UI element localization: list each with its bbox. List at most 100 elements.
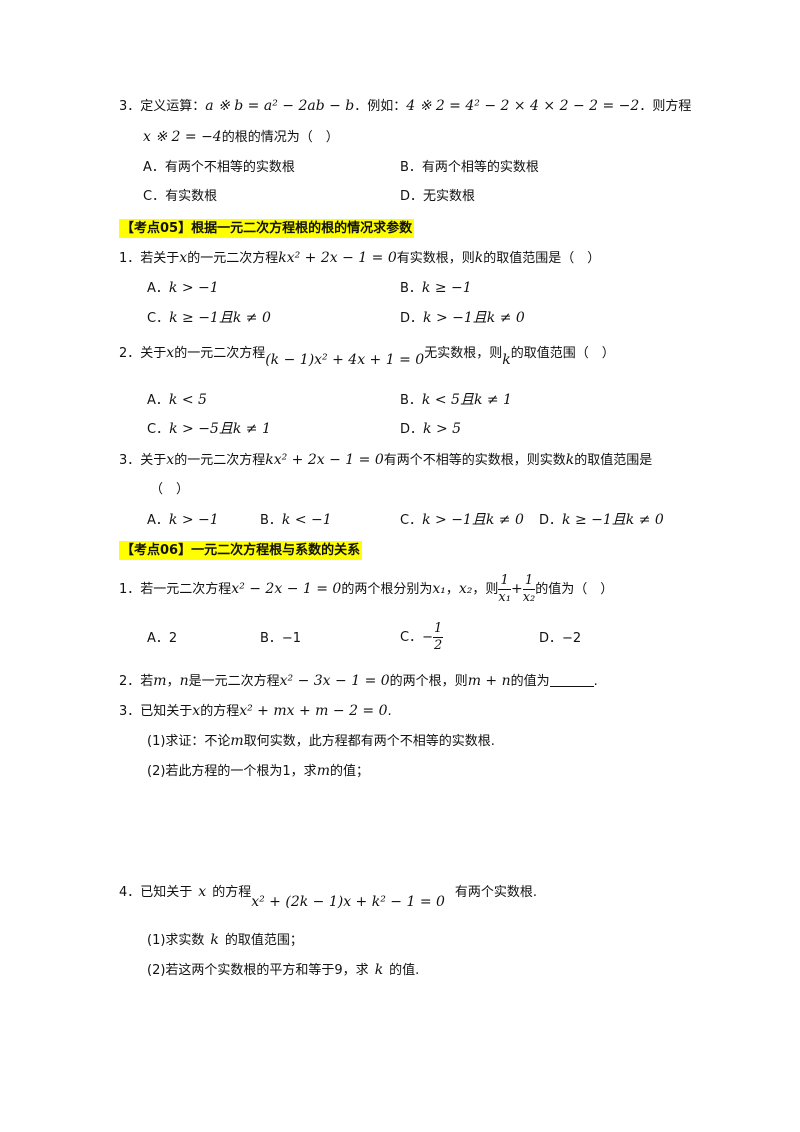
s3-q2-stem: 2．若m，n是一元二次方程x² − 3x − 1 = 0的两个根，则m + n的… [119, 671, 598, 692]
option-c[interactable]: C．有实数根 [143, 189, 218, 204]
question-text: 的值； [329, 764, 369, 779]
question-text: 的两个根分别为 [341, 582, 433, 597]
math-var: x [166, 345, 175, 361]
option-b[interactable]: B．有两个相等的实数根 [400, 160, 539, 175]
option-value: k < 5 [168, 392, 207, 408]
option-a[interactable]: A．2 [147, 631, 178, 646]
option-b[interactable]: B．k < 5且k ≠ 1 [400, 390, 512, 411]
option-value: k < 5且k ≠ 1 [421, 392, 512, 408]
question-text: (2)若这两个实数根的平方和等于9，求 [147, 963, 369, 978]
question-number: 1． [119, 582, 141, 597]
option-d[interactable]: D．k > −1且k ≠ 0 [400, 308, 525, 329]
math-var: m [153, 673, 167, 689]
question-text: 的两个根，则 [389, 674, 468, 689]
question-text: 关于 [140, 453, 167, 468]
numerator: 1 [522, 573, 536, 590]
math-var: x [198, 884, 207, 900]
plus-sign: + [510, 581, 523, 597]
question-text: 的值. [389, 963, 420, 978]
question-text: 有实数根，则 [396, 251, 475, 266]
option-value: k ≥ −1且k ≠ 0 [562, 512, 664, 528]
question-text: 的一元二次方程 [174, 346, 266, 361]
option-a[interactable]: A．k < 5 [147, 390, 207, 411]
numerator: 1 [498, 573, 511, 590]
option-d[interactable]: D．无实数根 [400, 189, 476, 204]
root-x1: x₁ [432, 581, 446, 597]
question-text: 的方程 [200, 704, 240, 719]
option-a[interactable]: A．k > −1 [147, 510, 219, 531]
question-text: 的一元二次方程 [174, 453, 266, 468]
question-text: 无实数根，则 [424, 346, 503, 361]
s3-q3-part2: (2)若此方程的一个根为1，求m的值； [147, 761, 369, 782]
s2-q3-stem-cont: （ ） [150, 482, 190, 497]
option-b[interactable]: B．k ≥ −1 [400, 278, 472, 299]
option-d[interactable]: D．k ≥ −1且k ≠ 0 [539, 510, 664, 531]
math-var: x [166, 452, 175, 468]
question-number: 1． [119, 251, 141, 266]
question-text: (1)求证：不论 [147, 734, 231, 749]
question-text: 的根的情况为（ ） [221, 130, 339, 145]
question-text: 有两个不相等的实数根，则实数 [383, 453, 566, 468]
option-label: D． [400, 422, 424, 437]
option-d[interactable]: D．−2 [539, 631, 582, 646]
math-var: k [502, 352, 511, 368]
question-number: 3． [119, 99, 141, 114]
question-text: 是一元二次方程 [188, 674, 280, 689]
math-var: k [474, 250, 484, 266]
separator: ， [445, 582, 459, 597]
option-b[interactable]: B．−1 [260, 631, 302, 646]
math-var: k [374, 962, 384, 978]
option-value: k > −5且k ≠ 1 [169, 421, 271, 437]
question-text: 的取值范围是（ ） [483, 251, 601, 266]
option-value: k > −1且k ≠ 0 [422, 512, 524, 528]
math-var: k [210, 932, 219, 948]
s1-q3-line2: x ※ 2 = −4的根的情况为（ ） [143, 127, 339, 148]
question-text: 若 [140, 674, 154, 689]
question-text: 的值为 [510, 674, 550, 689]
question-text: (1)求实数 [147, 933, 205, 948]
s3-q3-part1: (1)求证：不论m取何实数，此方程都有两个不相等的实数根. [147, 731, 495, 752]
question-text: 关于 [140, 346, 167, 361]
numerator: 1 [432, 621, 444, 638]
question-text: ．例如： [354, 99, 407, 114]
question-text: 的值为（ ） [535, 582, 614, 597]
question-text: 已知关于 [140, 704, 193, 719]
math-equation: x² + (2k − 1)x + k² − 1 = 0 [251, 894, 445, 910]
option-label: C． [400, 513, 423, 528]
option-c[interactable]: C．k > −5且k ≠ 1 [147, 419, 271, 440]
question-text: . [387, 704, 392, 719]
option-c[interactable]: C．k > −1且k ≠ 0 [400, 510, 524, 531]
question-text: 取何实数，此方程都有两个不相等的实数根. [243, 734, 495, 749]
option-c[interactable]: C．k ≥ −1且k ≠ 0 [147, 308, 271, 329]
option-label: B． [400, 393, 422, 408]
denominator: 2 [433, 638, 443, 653]
option-d[interactable]: D．k > 5 [400, 419, 461, 440]
question-number: 3． [119, 453, 141, 468]
option-a[interactable]: A．k > −1 [147, 278, 219, 299]
option-value: k > −1 [168, 512, 219, 528]
option-label: B． [400, 281, 422, 296]
option-value: k > −1且k ≠ 0 [423, 310, 525, 326]
option-b[interactable]: B．k < −1 [260, 510, 332, 531]
math-expression: m + n [467, 673, 511, 689]
option-label: D． [400, 311, 424, 326]
question-text: 若关于 [140, 251, 180, 266]
question-text: ， [166, 674, 180, 689]
question-number: 2． [119, 674, 141, 689]
option-a[interactable]: A．有两个不相等的实数根 [143, 160, 295, 175]
root-x2: x₂ [458, 581, 473, 597]
math-var: m [230, 733, 244, 749]
s2-q2-stem: 2．关于x的一元二次方程(k − 1)x² + 4x + 1 = 0无实数根，则… [119, 343, 615, 368]
math-equation: x ※ 2 = −4 [143, 129, 222, 145]
option-label: C． [147, 311, 170, 326]
denominator: x₁ [498, 590, 511, 605]
answer-blank[interactable] [549, 672, 594, 687]
question-text: 的取值范围（ ） [510, 346, 615, 361]
option-label: C．− [400, 630, 433, 645]
option-label: A． [147, 393, 169, 408]
question-text: 的方程 [212, 885, 252, 900]
